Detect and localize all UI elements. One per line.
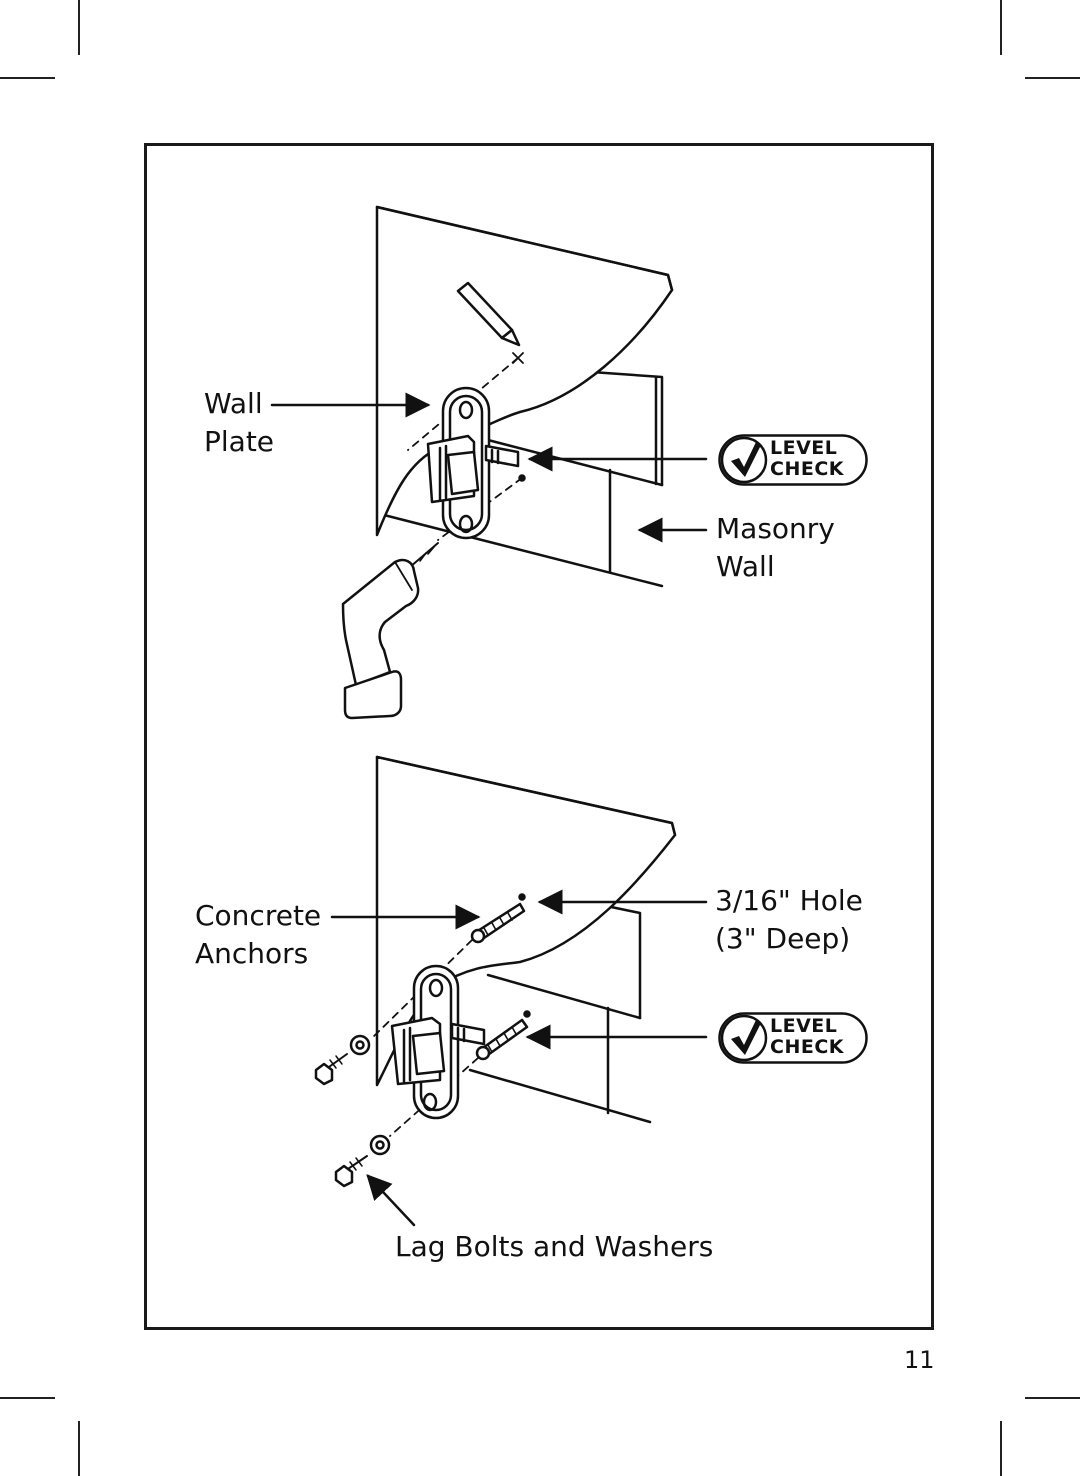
crop-mark <box>1025 77 1080 79</box>
anchors-label-line1: Concrete <box>195 899 322 932</box>
level-check-badge: LEVEL CHECK <box>718 1012 868 1064</box>
pencil-icon <box>456 281 521 347</box>
drill-icon <box>341 542 439 720</box>
crop-mark <box>0 77 55 79</box>
level-check-badge: LEVEL CHECK <box>718 434 868 486</box>
lag-bolt <box>334 1155 368 1188</box>
page-number: 11 <box>904 1346 935 1374</box>
checkmark-icon <box>718 1012 868 1064</box>
washer <box>349 1034 371 1056</box>
hole-label-line2: (3" Deep) <box>715 922 851 955</box>
checkmark-icon <box>718 434 868 486</box>
crop-mark <box>0 1397 55 1399</box>
wall-plate-label-line2: Plate <box>204 425 275 458</box>
lower-scene <box>314 755 677 1188</box>
level-check-line1: LEVEL <box>770 1015 838 1037</box>
concrete-anchor <box>470 902 526 944</box>
washer <box>369 1134 391 1156</box>
masonry-label-line2: Wall <box>716 550 775 583</box>
lag-bolt <box>314 1053 348 1086</box>
upper-scene <box>341 205 674 720</box>
level-check-line2: CHECK <box>770 1036 844 1058</box>
level-check-line1: LEVEL <box>770 437 838 459</box>
anchors-label-line2: Anchors <box>195 937 309 970</box>
crop-mark <box>1000 1421 1002 1476</box>
drywall-sheet <box>375 205 674 537</box>
crop-mark <box>1000 0 1002 55</box>
wall-plate <box>390 964 486 1120</box>
lag-bolts-label: Lag Bolts and Washers <box>395 1230 714 1263</box>
wall-plate <box>426 386 520 540</box>
level-check-line2: CHECK <box>770 458 844 480</box>
concrete-anchor <box>475 1018 529 1061</box>
crop-mark <box>78 0 80 55</box>
wall-plate-label-line1: Wall <box>204 387 263 420</box>
crop-mark <box>78 1421 80 1476</box>
hole-label-line1: 3/16" Hole <box>715 884 863 917</box>
illustration-frame <box>144 143 934 1330</box>
crop-mark <box>1025 1397 1080 1399</box>
lag-bolt-arrow <box>366 1174 416 1227</box>
masonry-label-line1: Masonry <box>716 512 835 545</box>
